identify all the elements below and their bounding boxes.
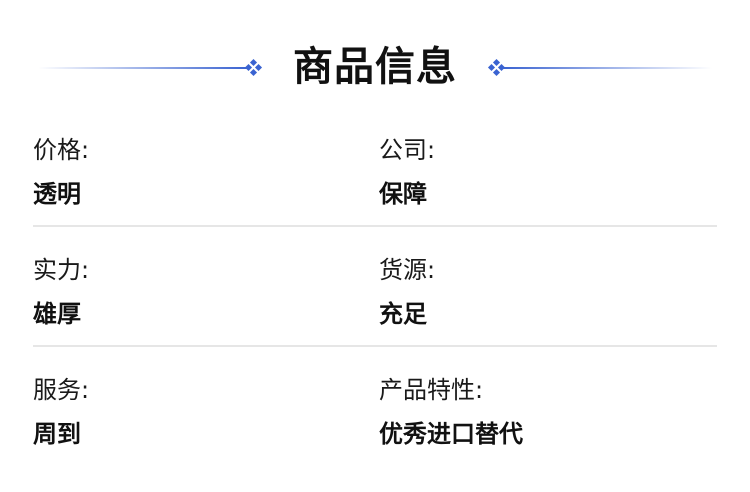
- info-row: 服务: 周到 产品特性: 优秀进口替代: [33, 368, 717, 488]
- header-right-line: [502, 67, 712, 69]
- info-label: 价格:: [33, 136, 90, 164]
- info-item-price: 价格: 透明: [33, 128, 89, 216]
- section-header: 商品信息: [0, 36, 750, 100]
- info-label: 公司:: [379, 136, 436, 164]
- info-value: 保障: [379, 180, 427, 208]
- info-value: 雄厚: [33, 300, 81, 328]
- info-label: 实力:: [33, 256, 90, 284]
- info-item-service: 服务: 周到: [33, 368, 89, 456]
- info-item-features: 产品特性: 优秀进口替代: [379, 368, 523, 456]
- info-item-strength: 实力: 雄厚: [33, 248, 89, 336]
- info-value: 充足: [379, 300, 427, 328]
- row-divider: [33, 225, 717, 227]
- header-left-line: [38, 67, 248, 69]
- info-value: 周到: [33, 420, 81, 448]
- info-item-supply: 货源: 充足: [379, 248, 435, 336]
- row-divider: [33, 345, 717, 347]
- info-row: 价格: 透明 公司: 保障: [33, 128, 717, 248]
- info-item-company: 公司: 保障: [379, 128, 435, 216]
- product-info-grid: 价格: 透明 公司: 保障 实力: 雄厚 货源: 充足 服务: 周到 产品特性:…: [33, 128, 717, 488]
- info-label: 产品特性:: [379, 376, 484, 404]
- section-title: 商品信息: [293, 44, 457, 90]
- info-row: 实力: 雄厚 货源: 充足: [33, 248, 717, 368]
- info-value: 透明: [33, 180, 81, 208]
- info-label: 货源:: [379, 256, 436, 284]
- info-label: 服务:: [33, 376, 90, 404]
- info-value: 优秀进口替代: [379, 420, 523, 448]
